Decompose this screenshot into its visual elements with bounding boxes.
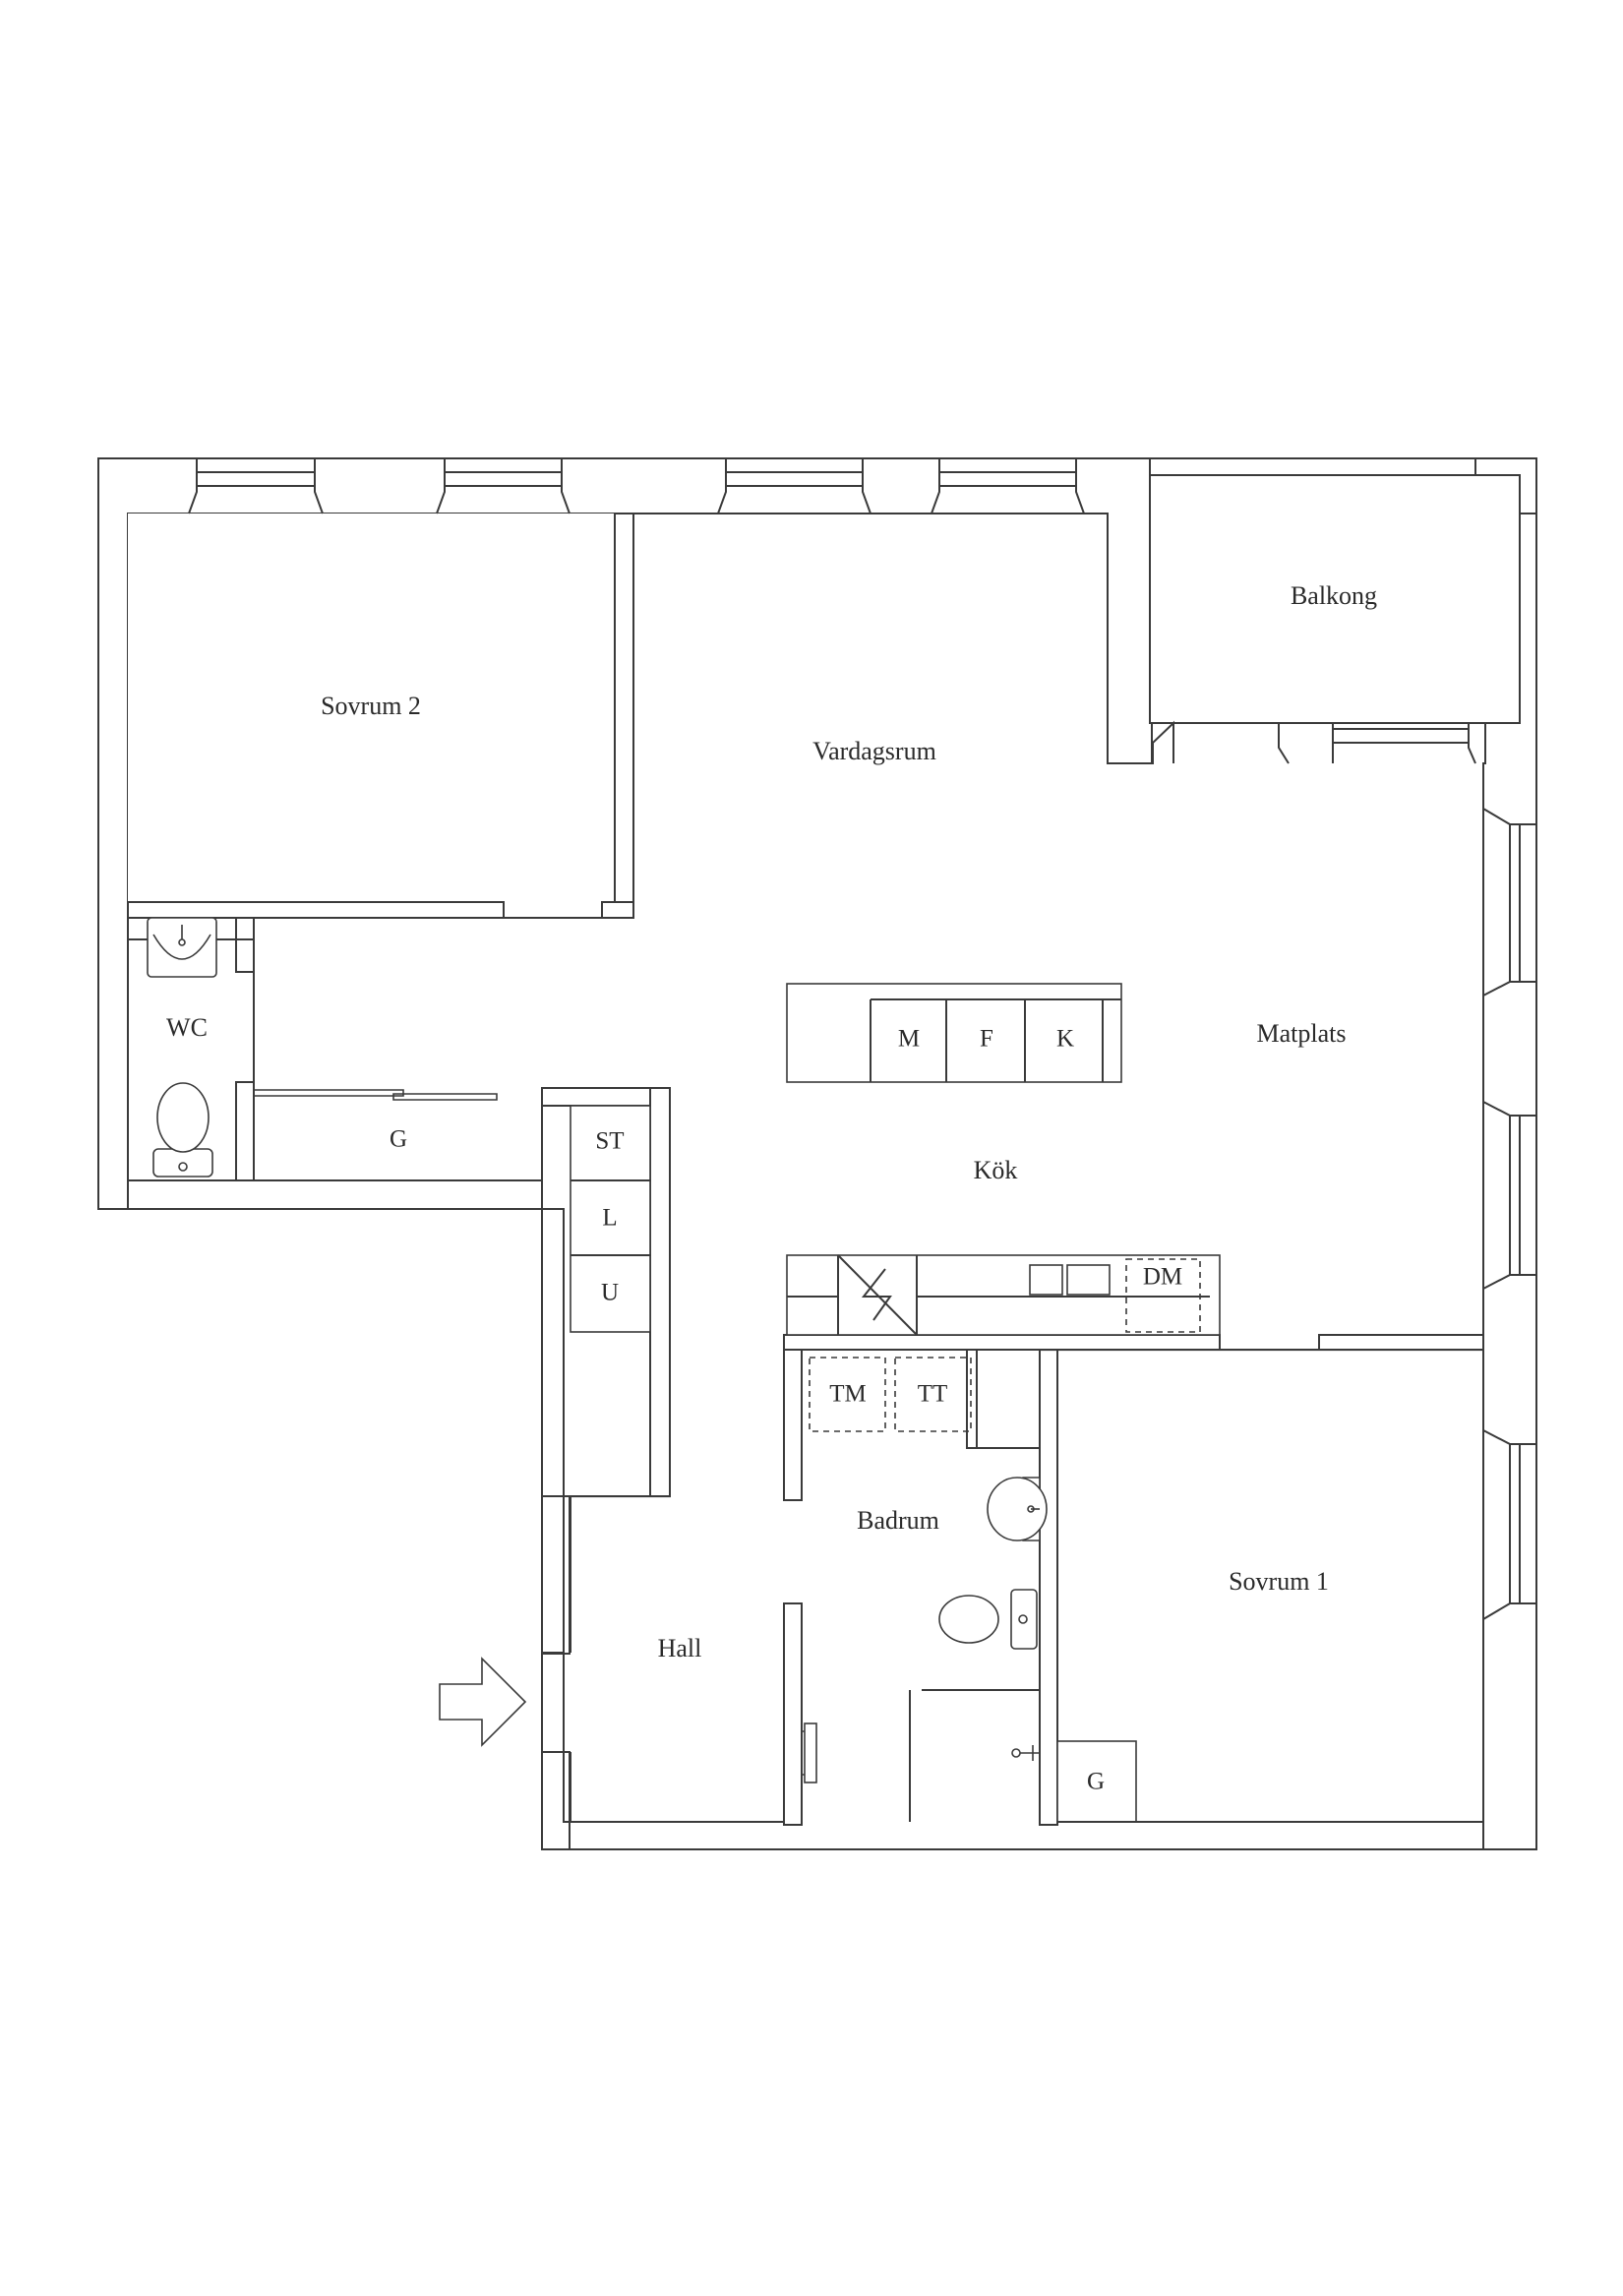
- sink-basin: [1029, 1264, 1063, 1296]
- wc-sink: [147, 917, 217, 978]
- label-wardrobe-right: G: [1087, 1769, 1105, 1795]
- room-balkong-floor: [1149, 474, 1521, 724]
- dishwasher-outline: [1125, 1258, 1201, 1333]
- shower-icon: [1011, 1745, 1040, 1761]
- right-windows: [1482, 808, 1536, 1620]
- label-u: U: [601, 1280, 619, 1306]
- wc-toilet-icon: [152, 1082, 213, 1178]
- entrance-arrow-icon: [439, 1657, 527, 1747]
- label-stove: ST: [595, 1128, 624, 1155]
- room-label-wc: WC: [166, 1013, 208, 1042]
- wc-fixtures: [147, 917, 217, 1178]
- bath-toilet-icon: [938, 1589, 1038, 1650]
- laundry: [801, 1349, 1040, 1500]
- room-label-vardagsrum: Vardagsrum: [812, 737, 936, 765]
- label-m: M: [898, 1026, 920, 1053]
- room-label-sovrum1: Sovrum 1: [1229, 1567, 1329, 1596]
- balcony-door: [1108, 720, 1476, 764]
- kitchen-counter: [786, 1254, 1221, 1336]
- room-label-hall: Hall: [658, 1634, 702, 1662]
- room-label-sovrum2: Sovrum 2: [321, 692, 421, 720]
- wardrobe-right: [1056, 1740, 1137, 1823]
- room-sovrum2-floor: [128, 514, 615, 902]
- label-k: K: [1056, 1026, 1074, 1053]
- room-label-badrum: Badrum: [857, 1506, 939, 1535]
- sink-basin-2: [1066, 1264, 1111, 1296]
- top-windows: [188, 458, 1536, 723]
- wardrobe-left: [253, 1082, 498, 1180]
- washer-outline: [809, 1357, 886, 1432]
- room-label-kok: Kök: [974, 1156, 1018, 1184]
- kitchen-island: [786, 983, 1122, 1083]
- room-label-balkong: Balkong: [1291, 581, 1377, 610]
- kitchen-tall-units: [570, 1105, 651, 1333]
- label-dishwasher: DM: [1143, 1264, 1182, 1291]
- label-f: F: [980, 1026, 993, 1053]
- label-dryer: TT: [918, 1381, 948, 1408]
- dryer-outline: [894, 1357, 972, 1432]
- label-l: L: [602, 1205, 617, 1232]
- room-label-matplats: Matplats: [1257, 1019, 1347, 1048]
- bath-sink-icon: [987, 1477, 1048, 1541]
- label-washer: TM: [829, 1381, 867, 1408]
- entrance-door: [542, 1652, 564, 1753]
- label-wardrobe-left: G: [390, 1126, 407, 1153]
- bathroom-fixtures: [802, 1477, 1048, 1822]
- radiator-icon: [802, 1722, 817, 1783]
- stove-icon: [837, 1254, 918, 1336]
